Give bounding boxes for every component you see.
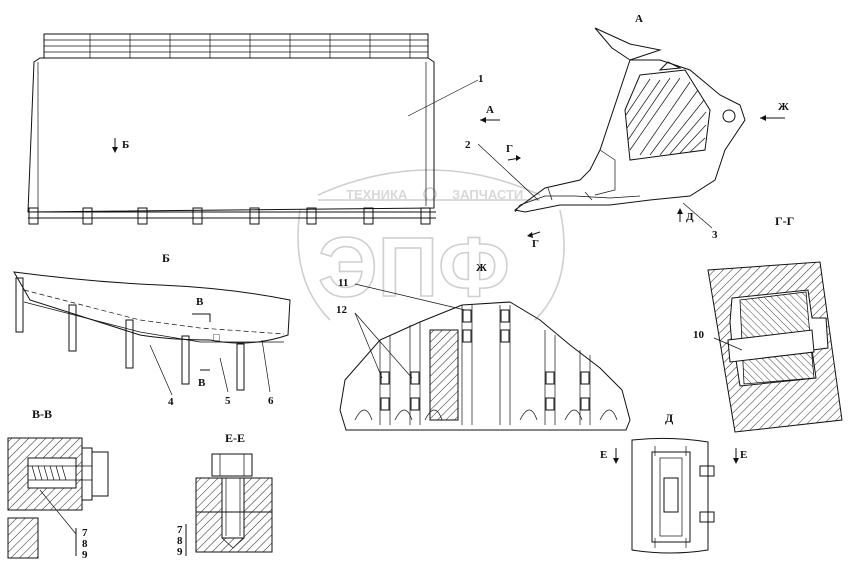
part-4-label: 4 — [168, 396, 174, 408]
vv-part-7-label: 7 — [82, 527, 88, 539]
ee-part-8-label: 8 — [177, 535, 183, 547]
section-gg-detail: Г-Г 10 — [693, 214, 843, 433]
part-6-label: 6 — [268, 395, 274, 407]
svg-text:□: □ — [213, 332, 220, 344]
watermark-text-left: ТЕХНИКА — [346, 187, 408, 202]
section-v1-label: В — [196, 296, 204, 308]
part-12-label: 12 — [336, 304, 348, 316]
view-zh-center-label: Ж — [476, 262, 487, 274]
watermark-text-right: ЗАПЧАСТИ — [452, 187, 523, 202]
view-a-arrow-label: А — [486, 104, 494, 116]
view-b-title: Б — [162, 251, 170, 265]
bucket-front-view: Б 1 — [27, 33, 484, 225]
section-ee-detail: Е-Е 7 8 9 — [177, 431, 273, 558]
section-ee-title: Е-Е — [225, 431, 245, 445]
view-zh-arrow-label: Ж — [778, 101, 789, 113]
view-d-title: Д — [665, 411, 674, 425]
section-g1-label: Г — [506, 143, 513, 155]
part-2-label: 2 — [465, 139, 471, 151]
section-vv-title: В-В — [32, 407, 52, 421]
section-e2-label: Е — [740, 449, 747, 461]
part-3-label: 3 — [712, 229, 718, 241]
view-b-arrow-label: Б — [122, 139, 129, 151]
section-v2-label: В — [198, 377, 206, 389]
part-11-label: 11 — [338, 277, 348, 289]
view-b-detail: Б □ В В 4 5 6 — [13, 251, 291, 408]
bucket-side-view: А Ж А Г Г Д 2 3 Ж — [465, 13, 789, 274]
watermark-logo: ТЕХНИКА ЗАПЧАСТИ ЭПФ — [297, 169, 565, 321]
part-10-label: 10 — [693, 329, 705, 341]
ee-part-7-label: 7 — [177, 524, 183, 536]
section-g2-label: Г — [532, 238, 539, 250]
section-gg-title: Г-Г — [775, 214, 794, 228]
vv-part-9-label: 9 — [82, 549, 88, 561]
view-a-title: А — [635, 13, 643, 25]
part-1-label: 1 — [478, 73, 484, 85]
view-zh-teeth-assembly: 11 12 — [336, 277, 631, 431]
watermark-logo-text: ЭПФ — [318, 220, 510, 314]
vv-part-8-label: 8 — [82, 538, 88, 550]
view-d-detail: Д Е Е — [600, 411, 747, 554]
section-e1-label: Е — [600, 449, 607, 461]
part-5-label: 5 — [225, 395, 231, 407]
ee-part-9-label: 9 — [177, 546, 183, 558]
view-d-arrow-label: Д — [686, 211, 694, 223]
section-vv-detail: В-В 7 8 9 — [7, 407, 109, 561]
